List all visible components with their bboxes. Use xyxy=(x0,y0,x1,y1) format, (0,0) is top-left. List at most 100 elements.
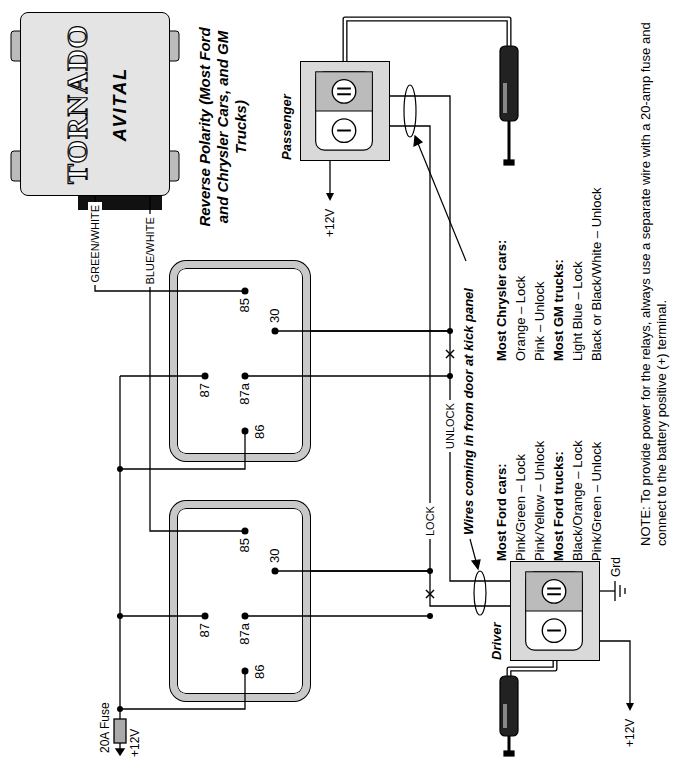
relay-lead xyxy=(275,570,310,571)
door-lock-switch: Driver xyxy=(510,561,600,661)
relay-lead xyxy=(245,615,310,616)
wire-bundle xyxy=(404,85,416,137)
text-label: Pink – Unlock xyxy=(532,282,548,361)
door-lock-actuator xyxy=(504,160,514,165)
relay-terminal xyxy=(242,528,249,535)
text-label: Most Chrysler cars: xyxy=(494,240,510,361)
fuse-symbol xyxy=(116,749,124,755)
relay-terminal xyxy=(272,328,279,335)
text-label: Orange – Lock xyxy=(513,276,529,361)
wire-connector xyxy=(310,571,510,606)
text-label: Light Blue – Lock xyxy=(570,261,586,361)
text-label: Grd xyxy=(608,557,624,577)
pin-number: 86 xyxy=(252,665,268,679)
power-bus xyxy=(119,376,120,715)
actuator-wire xyxy=(345,19,509,61)
power-bus xyxy=(120,615,170,616)
pointer-arrow xyxy=(414,136,422,146)
text-label: NOTE: To provide power for the relays, a… xyxy=(638,16,670,546)
switch-icon xyxy=(301,62,389,160)
relay-lead xyxy=(245,375,310,376)
relay: 8787a308685 xyxy=(170,501,310,701)
power-lead xyxy=(330,161,630,705)
relay-terminal xyxy=(242,613,249,620)
door-lock-actuator xyxy=(504,751,514,756)
pin-number: 87 xyxy=(197,383,213,397)
brand-logo: AVITAL xyxy=(110,67,131,141)
pin-number: 87a xyxy=(237,383,253,405)
door-lock-actuator xyxy=(503,83,507,113)
unlock-symbol xyxy=(337,93,351,95)
switch-rocker xyxy=(526,572,583,611)
power-lead xyxy=(329,161,330,195)
text-label: Pink/Green – Unlock xyxy=(589,442,605,561)
fuse-symbol xyxy=(119,715,120,719)
wire-connector xyxy=(310,126,430,571)
wire-label: BLUE/WHITE xyxy=(143,214,157,287)
text-label: Black or Black/White – Unlock xyxy=(589,188,605,361)
text-label: Black/Orange – Lock xyxy=(570,440,586,561)
wire-label: GREEN/WHITE xyxy=(88,202,102,286)
power-bus xyxy=(120,375,170,376)
switch-icon xyxy=(511,562,599,660)
arrow-head xyxy=(626,703,634,711)
wire-bundle xyxy=(404,85,486,615)
pin-number: 30 xyxy=(267,309,283,323)
wire-label: LOCK xyxy=(423,503,437,539)
relay-lead xyxy=(244,431,245,461)
door-lock-actuator xyxy=(500,46,518,121)
pointer-arrow xyxy=(472,560,480,569)
unlock-symbol xyxy=(547,587,561,589)
pin-number: 85 xyxy=(237,298,253,312)
wire-label: UNLOCK xyxy=(443,400,457,452)
lock-symbol xyxy=(332,119,355,143)
power-lead xyxy=(619,585,620,597)
relay-terminal xyxy=(242,428,249,435)
relay-terminal xyxy=(202,373,209,380)
junction-dot xyxy=(117,706,123,712)
power-bus xyxy=(310,615,430,616)
text-label: Most GM trucks: xyxy=(551,259,567,361)
relay-lead xyxy=(275,330,310,331)
text-label: +12V xyxy=(127,729,143,757)
unlock-symbol xyxy=(332,80,355,104)
switch-rocker xyxy=(526,572,583,650)
relay-lead xyxy=(170,375,205,376)
switch-rocker xyxy=(316,72,373,111)
relay-lead xyxy=(170,530,245,531)
unlock-symbol xyxy=(542,580,565,604)
relay-contacts xyxy=(170,261,310,461)
actuator-wire xyxy=(509,661,555,676)
relay-terminal xyxy=(242,668,249,675)
wire-connector xyxy=(310,331,510,581)
pin-number: 87 xyxy=(197,623,213,637)
unlock-symbol xyxy=(547,593,561,595)
actuator-wire xyxy=(345,19,509,61)
junction-dot xyxy=(117,466,123,472)
lock-symbol xyxy=(337,130,351,132)
relay-terminal xyxy=(242,373,249,380)
relay-lead xyxy=(244,671,245,701)
relay-contacts xyxy=(170,501,310,701)
pointer-arrow xyxy=(417,141,466,261)
arrow-head xyxy=(326,193,634,711)
relay: 87 87a 30 86 85 xyxy=(170,261,310,461)
power-lead xyxy=(600,641,630,705)
switch-label: Driver xyxy=(489,622,504,660)
text-label: Pink/Yellow – Unlock xyxy=(532,441,548,561)
brand-name: TORNADO xyxy=(60,24,94,184)
actuator-wire xyxy=(509,661,555,676)
door-lock-actuator xyxy=(503,704,507,728)
fuse-symbol xyxy=(114,715,126,755)
pin-number: 87a xyxy=(237,623,253,645)
relay-terminal xyxy=(272,568,279,575)
relay-terminal xyxy=(242,288,249,295)
text-label: +12V xyxy=(622,719,638,747)
pin-number: 30 xyxy=(267,549,283,563)
text-label: Most Ford trucks: xyxy=(551,451,567,561)
door-lock-actuator xyxy=(500,676,518,736)
text-label: +12V xyxy=(322,209,338,237)
pin-number: 86 xyxy=(252,425,268,439)
unlock-symbol xyxy=(337,87,351,89)
control-module: TORNADO AVITAL xyxy=(20,12,170,196)
